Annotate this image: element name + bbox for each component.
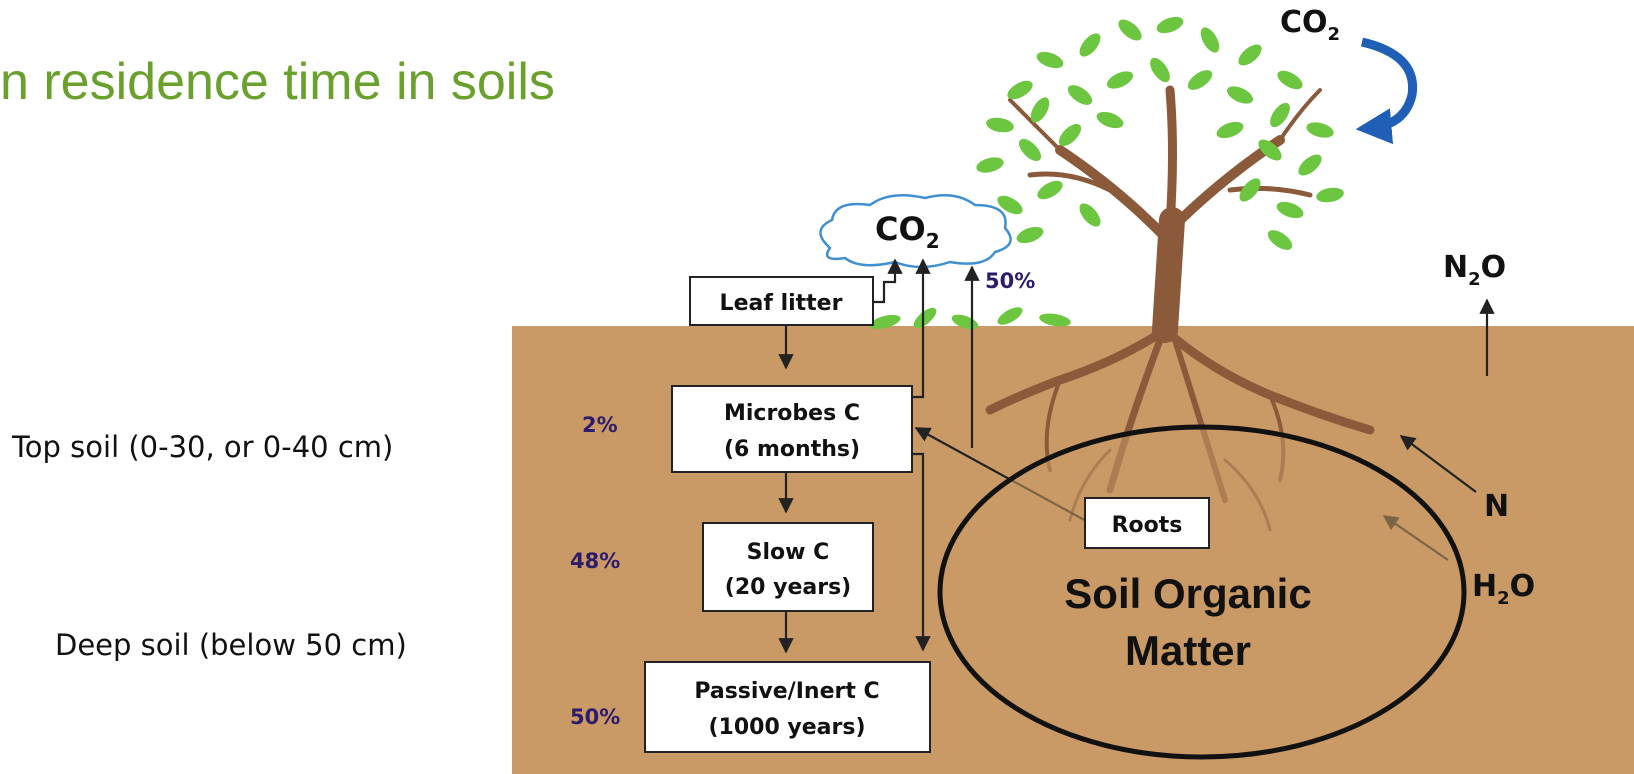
co2-tree-label: CO2 [1280,5,1340,45]
co2-cloud-label: CO2 [875,210,940,253]
slide-title: n residence time in soils [0,53,555,111]
h2o-label: H2O [1472,569,1535,609]
tree-foliage [869,16,1344,330]
microbes-percent: 2% [582,413,618,437]
co2-cloud [819,193,1012,269]
slow-c-label: Slow C [747,540,830,565]
co2-uptake-arrow [1355,37,1418,145]
som-label-line2: Matter [1125,627,1251,674]
nitrogen-label: N [1484,489,1509,524]
passive-c-percent: 50% [570,705,620,729]
passive-c-time: (1000 years) [708,715,865,740]
microbes-label: Microbes C [724,401,860,426]
top-soil-label: Top soil (0-30, or 0-40 cm) [12,430,394,464]
slow-c-percent: 48% [570,549,620,573]
roots-label: Roots [1112,513,1183,538]
som-label-line1: Soil Organic [1064,570,1311,617]
slow-c-box: Slow C (20 years) [702,522,874,612]
microbes-box: Microbes C (6 months) [671,385,913,473]
passive-c-label: Passive/Inert C [694,679,879,704]
leaf-litter-label: Leaf litter [720,291,843,316]
leaf-litter-box: Leaf litter [689,276,874,326]
roots-box: Roots [1084,497,1210,549]
co2-respiration-percent: 50% [985,269,1035,293]
n2o-label: N2O [1443,250,1506,290]
microbes-time: (6 months) [724,437,860,462]
soil-organic-matter-ellipse [937,424,1467,760]
passive-c-box: Passive/Inert C (1000 years) [644,661,931,753]
deep-soil-label: Deep soil (below 50 cm) [55,628,407,662]
slow-c-time: (20 years) [725,575,851,600]
